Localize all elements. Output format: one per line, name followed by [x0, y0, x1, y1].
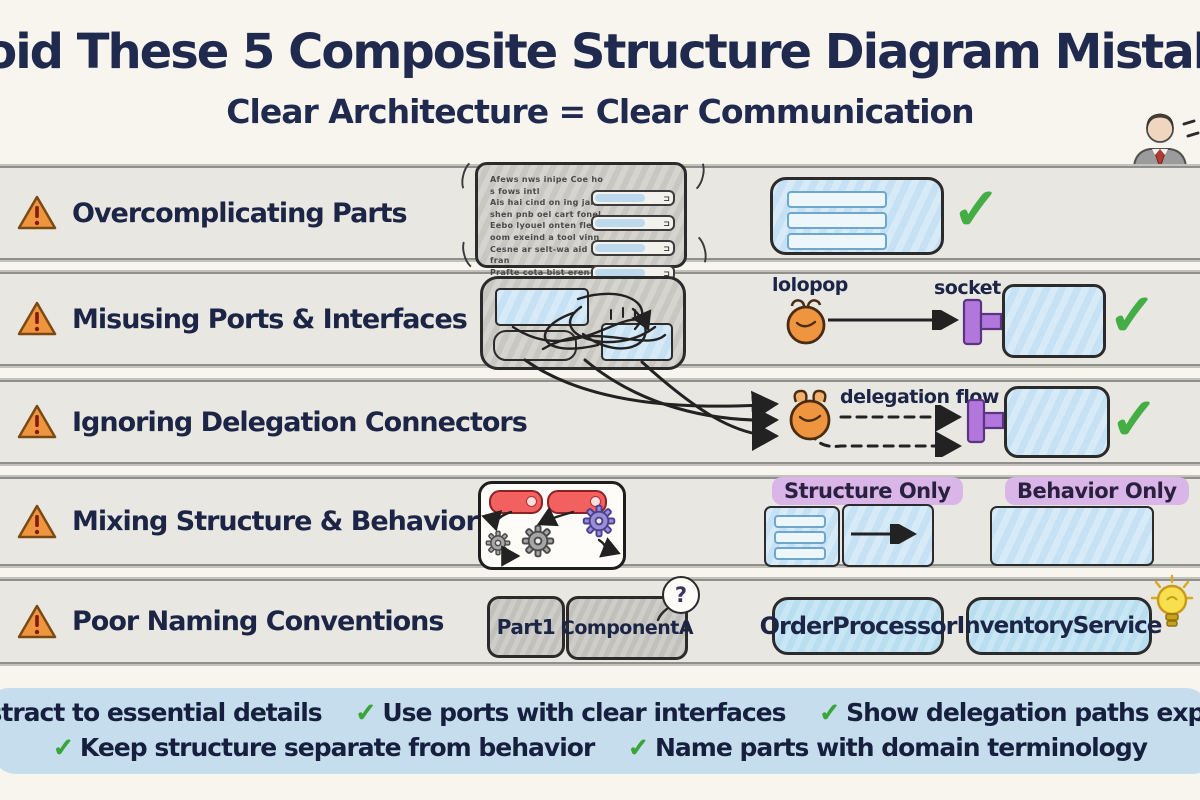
- wrong-spec-box: Afews nws inipe Coe ho s fows intl Ais h…: [475, 162, 687, 281]
- clean-parts-box: [770, 177, 944, 255]
- tip-check-icon: ✓: [627, 732, 649, 763]
- page-title: Avoid These 5 Composite Structure Diagra…: [0, 24, 1200, 80]
- tip-check-icon: ✓: [52, 732, 74, 763]
- good-name-box-inventoryservice: InventoryService: [957, 597, 1162, 655]
- check-icon: ✓: [951, 175, 1002, 243]
- bad-name-box-part1: Part1: [487, 596, 565, 658]
- warning-icon: [17, 504, 57, 538]
- structure-arrow-box: [842, 504, 934, 567]
- gear-icon: [582, 504, 616, 538]
- good-name-label: InventoryService: [956, 613, 1163, 639]
- spec-input-bar: ⊐: [591, 215, 675, 231]
- tip-text: Keep structure separate from behavior: [79, 733, 595, 762]
- tip-item: ✓Name parts with domain terminology: [627, 732, 1148, 763]
- inner-part-box: [495, 288, 589, 326]
- behavior-box: [990, 506, 1154, 566]
- good-name-label: OrderProcessor: [759, 612, 958, 640]
- good-name-box-orderprocessor: OrderProcessor: [760, 597, 957, 655]
- mixed-diagram-box: [478, 481, 626, 570]
- tip-text: Abstract to essential details: [0, 698, 323, 727]
- part-bar: [787, 212, 887, 229]
- spec-input-bar: ⊐: [591, 190, 675, 206]
- spec-input-bars: ⊐ ⊐ ⊐ ⊐: [591, 190, 675, 281]
- tip-line-1: ✓Abstract to essential details ✓Use port…: [0, 697, 1200, 728]
- structure-only-label: Structure Only: [772, 477, 963, 505]
- warning-icon: [17, 404, 57, 439]
- component-box: [1004, 386, 1110, 458]
- scribble-line: Prafte cota bist eren ve: [490, 267, 604, 277]
- scribble-text: Afews nws inipe Coe ho s fows intl Ais h…: [490, 174, 610, 278]
- tangled-structure-box: [480, 276, 686, 370]
- speech-dashes-icon: [1182, 119, 1200, 138]
- row-title: Ignoring Delegation Connectors: [72, 406, 528, 438]
- row-title: Poor Naming Conventions: [72, 606, 444, 637]
- part-bar: [787, 191, 887, 208]
- scribble-line: Ais hai cind on ing jane: [490, 198, 603, 208]
- row-title: Misusing Ports & Interfaces: [72, 303, 468, 335]
- tip-text: Name parts with domain terminology: [654, 733, 1148, 762]
- bad-name-label: Part1: [496, 615, 556, 639]
- warning-icon: [17, 301, 57, 336]
- warning-icon: [17, 195, 57, 230]
- tip-item: ✓Keep structure separate from behavior: [52, 732, 595, 763]
- spec-input-bar: ⊐: [591, 240, 675, 256]
- tip-item: ✓Abstract to essential details: [0, 698, 323, 727]
- behavior-only-label: Behavior Only: [1005, 477, 1189, 505]
- scribble-line: Cesne ar selt-wa aid fran: [490, 244, 588, 266]
- part-bar: [787, 233, 887, 250]
- delegation-flow-label: delegation flow: [840, 386, 999, 408]
- question-mark: ?: [674, 583, 688, 607]
- page-subtitle: Clear Architecture = Clear Communication: [226, 92, 974, 131]
- tip-item: ✓Use ports with clear interfaces: [355, 697, 787, 728]
- structure-parts-box: [764, 506, 840, 567]
- gear-icon: [521, 524, 555, 558]
- tip-item: ✓Show delegation paths explicitly: [818, 697, 1200, 728]
- tip-check-icon: ✓: [355, 697, 377, 728]
- structure-arrow: [851, 524, 917, 544]
- socket-label: socket: [934, 277, 1001, 299]
- tip-text: Use ports with clear interfaces: [382, 698, 786, 727]
- lollipop-label: lolopop: [772, 274, 848, 296]
- component-box: [1002, 284, 1106, 358]
- tangle-lines: [511, 292, 667, 351]
- scribble-line: oom exeind a tool vinn: [490, 232, 600, 242]
- part-bar: [774, 515, 826, 528]
- tip-check-icon: ✓: [818, 697, 840, 728]
- question-bubble: ?: [662, 576, 700, 614]
- part-bar: [774, 531, 826, 544]
- tip-line-2: ✓Keep structure separate from behavior ✓…: [40, 732, 1160, 763]
- check-icon: ✓: [1107, 281, 1158, 349]
- part-bar: [774, 547, 826, 560]
- scribble-line: shen pnb oel cart fonel: [490, 209, 602, 219]
- mixed-flow-arrows: [481, 506, 621, 567]
- scribble-line: Afews nws inipe Coe ho s fows intl: [490, 175, 604, 196]
- footer-band: [0, 688, 1200, 774]
- row-title: Mixing Structure & Behavior: [72, 506, 479, 537]
- row-title: Overcomplicating Parts: [72, 197, 408, 229]
- bad-name-label: ComponentA: [560, 617, 694, 639]
- warning-icon: [17, 604, 57, 638]
- check-icon: ✓: [1109, 385, 1160, 453]
- tip-text: Show delegation paths explicitly: [846, 698, 1200, 727]
- scribble-line: Eebo lyouel onten fle rh: [490, 221, 606, 231]
